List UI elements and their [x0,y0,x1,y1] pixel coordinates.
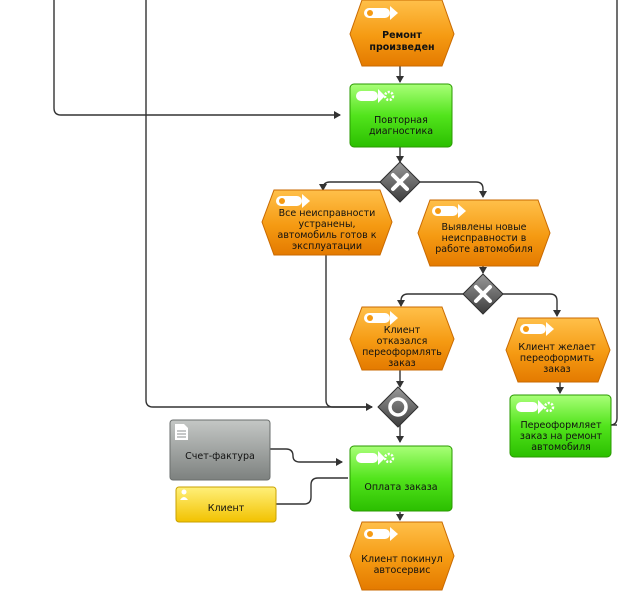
person-icon [180,489,188,500]
edges [53,0,618,521]
edge-invoice-payment [270,448,343,466]
event-icon [364,527,398,541]
function-icon [516,400,555,414]
document-label: Счет-фактура [185,451,255,462]
edge-xor1-newfaults [417,181,487,198]
function-icon [356,451,395,465]
edge-loop-left-2 [145,0,373,411]
document-invoice[interactable]: Счет-фактура [169,419,271,481]
connector-or-1[interactable] [377,386,419,428]
connector-xor-2[interactable] [462,273,504,315]
document-icon [175,424,188,440]
event-icon [432,204,466,218]
function-label: Оплата заказа [364,482,437,493]
role-client[interactable]: Клиент [175,486,277,523]
event-icon [520,322,554,336]
xor-icon [474,285,492,303]
event-icon [364,311,398,325]
edge-xor2-wants [500,293,561,317]
edge-allfixed-or1 [325,255,372,408]
edge-xor1-allfixed [319,181,383,191]
edge-xor2-refused [397,293,465,307]
or-icon [388,397,408,417]
event-icon [276,194,310,208]
connector-xor-1[interactable] [379,161,421,203]
role-label: Клиент [208,503,245,514]
edge-role-payment [276,477,348,505]
xor-icon [391,173,409,191]
function-order-payment[interactable]: Оплата заказа [349,445,453,512]
function-icon [356,89,395,103]
event-icon [364,6,398,20]
edge-loop-left [53,0,341,119]
